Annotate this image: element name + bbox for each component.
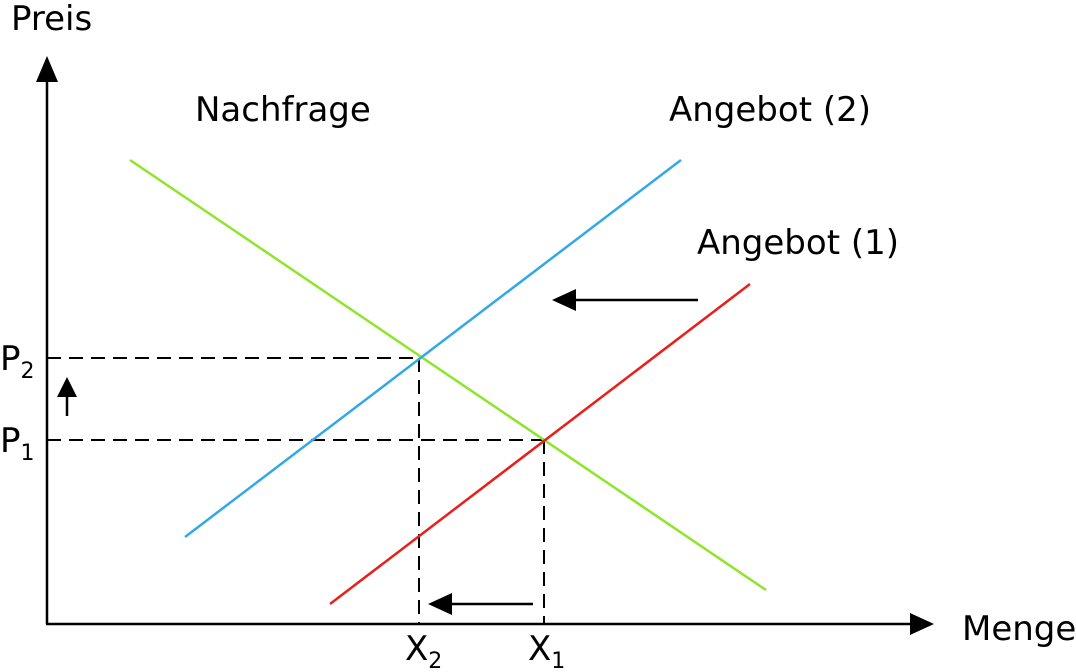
x-axis-label: Menge bbox=[962, 609, 1076, 649]
supply-curve-2 bbox=[184, 159, 682, 538]
price-rise-arrowhead-icon bbox=[57, 377, 77, 397]
x2-label: X2 bbox=[405, 629, 442, 672]
supply2-label: Angebot (2) bbox=[669, 90, 871, 130]
supply-curve-1 bbox=[329, 283, 751, 605]
p2-label: P2 bbox=[0, 339, 35, 384]
y-axis-label: Preis bbox=[11, 0, 92, 39]
quantity-shift-arrowhead-icon bbox=[428, 593, 452, 615]
y-axis-arrowhead-icon bbox=[36, 56, 58, 82]
demand-label: Nachfrage bbox=[195, 90, 371, 130]
supply-shift-arrowhead-icon bbox=[552, 289, 576, 311]
p1-label: P1 bbox=[0, 421, 35, 466]
demand-curve bbox=[129, 158, 767, 592]
x1-label: X1 bbox=[528, 629, 565, 672]
supply1-label: Angebot (1) bbox=[697, 223, 899, 263]
x-axis-arrowhead-icon bbox=[910, 613, 934, 635]
